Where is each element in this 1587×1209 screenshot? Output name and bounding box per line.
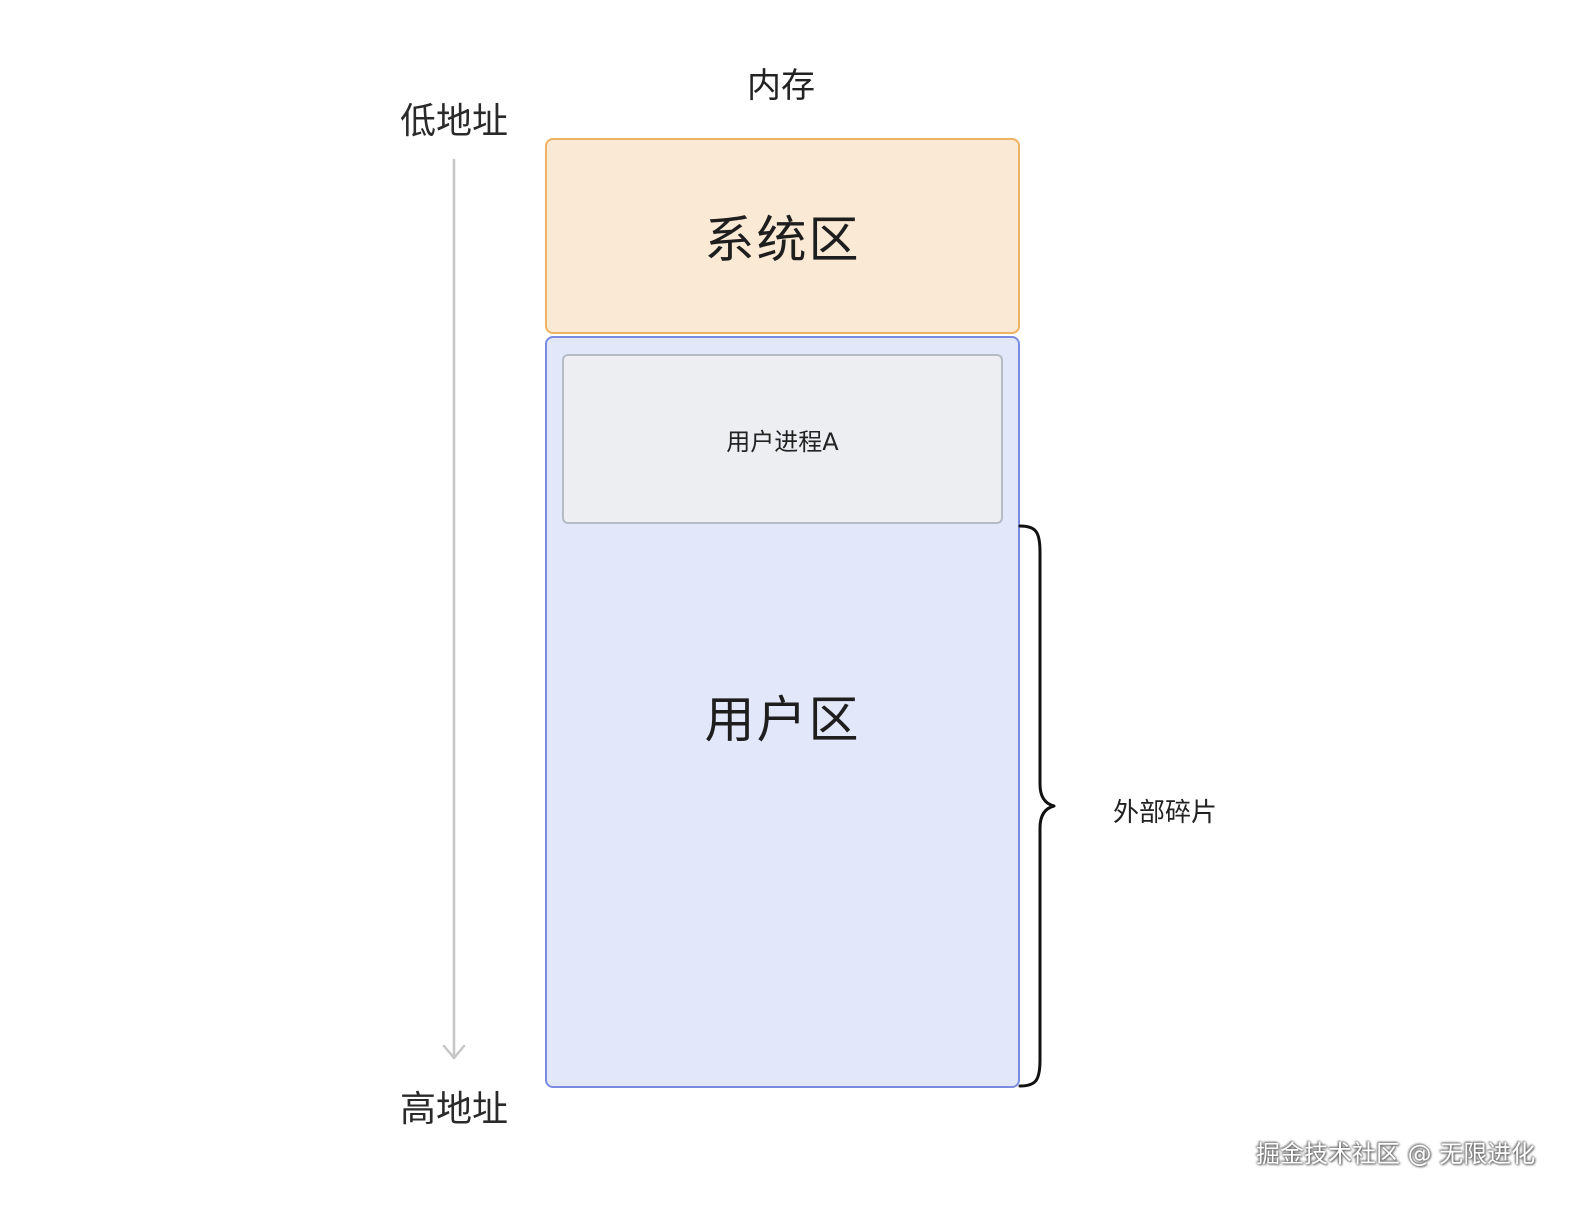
memory-title: 内存 — [747, 66, 815, 106]
low-address-label: 低地址 — [400, 101, 509, 142]
address-axis-arrow — [442, 158, 466, 1060]
external-fragment-label: 外部碎片 — [1113, 798, 1218, 828]
fragment-brace — [1018, 524, 1056, 1088]
user-area-label: 用户区 — [704, 691, 861, 749]
high-address-label: 高地址 — [400, 1089, 509, 1130]
system-area-label: 系统区 — [704, 211, 861, 269]
user-process-a-label: 用户进程A — [726, 427, 839, 456]
system-area-block: 系统区 — [545, 138, 1020, 334]
user-process-a-block: 用户进程A — [562, 354, 1003, 524]
watermark: 掘金技术社区 @ 无限进化 — [1256, 1140, 1536, 1168]
